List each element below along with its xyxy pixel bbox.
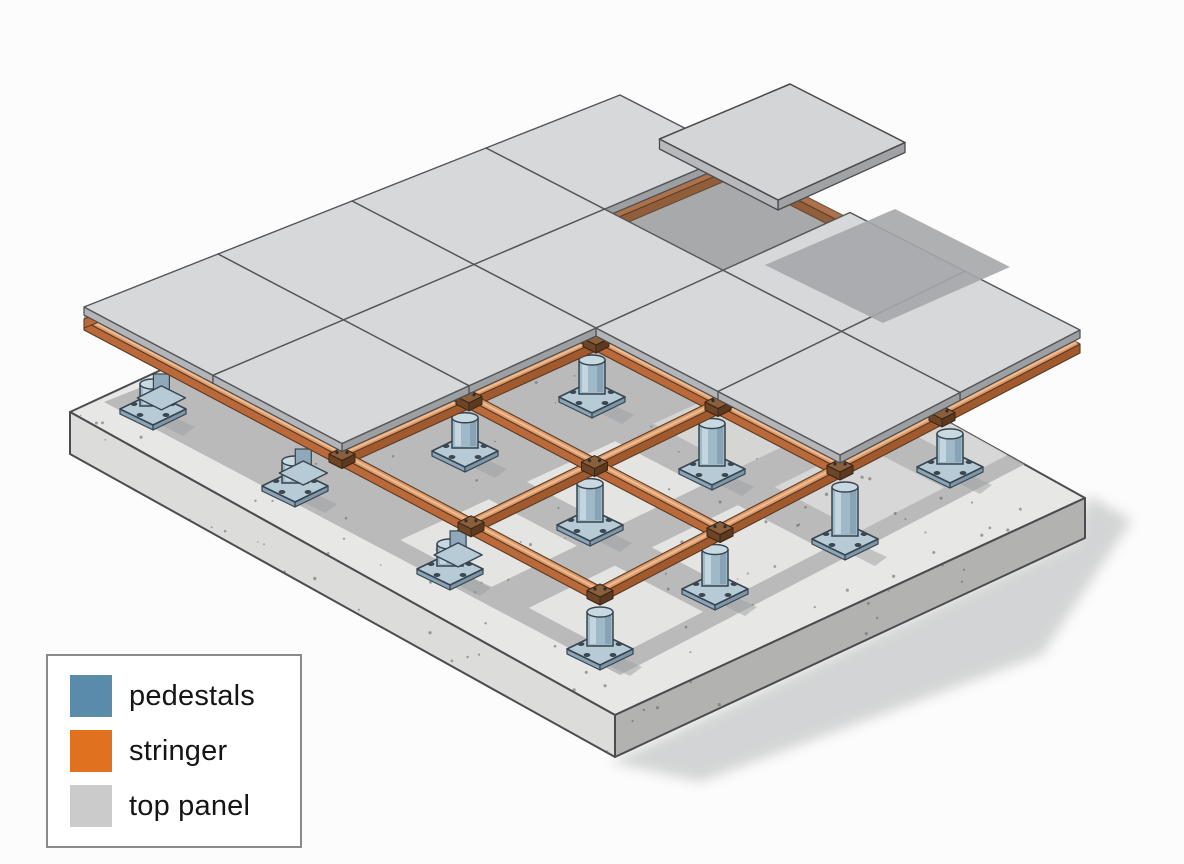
legend-item-stringer: stringer	[70, 729, 300, 773]
floor-panel	[212, 319, 470, 453]
stringer-junction-clamp	[706, 521, 734, 543]
pedestal-head-bracket	[278, 448, 328, 486]
stringer-color-swatch	[70, 730, 112, 772]
stringer-junction-clamp	[586, 583, 614, 606]
pedestals-color-swatch	[70, 675, 112, 717]
pedestal-head-bracket	[136, 373, 187, 411]
pedestal	[811, 481, 887, 566]
legend-item-top-panel: top panel	[70, 784, 300, 828]
pedestal	[678, 417, 754, 496]
pedestal	[431, 412, 507, 478]
stringer-junction-clamp	[581, 455, 608, 478]
legend-label-stringer: stringer	[129, 734, 228, 767]
stringer-junction-clamp	[328, 447, 356, 469]
stringers	[83, 316, 1081, 606]
stringer-junction-clamp	[826, 458, 854, 481]
floor-panel	[717, 330, 961, 464]
pedestal	[558, 354, 634, 424]
pedestal	[681, 543, 757, 616]
pedestals	[119, 354, 992, 676]
pedestal-head-bracket	[433, 530, 483, 568]
stringer-junction-clamp	[457, 515, 485, 538]
legend: pedestals stringer top panel	[46, 654, 302, 848]
legend-item-pedestals: pedestals	[70, 674, 300, 718]
legend-label-pedestals: pedestals	[129, 679, 255, 712]
pedestal	[566, 606, 642, 676]
lifted-top-panel	[658, 83, 906, 211]
legend-label-top-panel: top panel	[129, 789, 251, 822]
pedestal	[916, 428, 992, 494]
top-panel-color-swatch	[70, 785, 112, 827]
lifted-panel-shadow	[765, 209, 1010, 323]
